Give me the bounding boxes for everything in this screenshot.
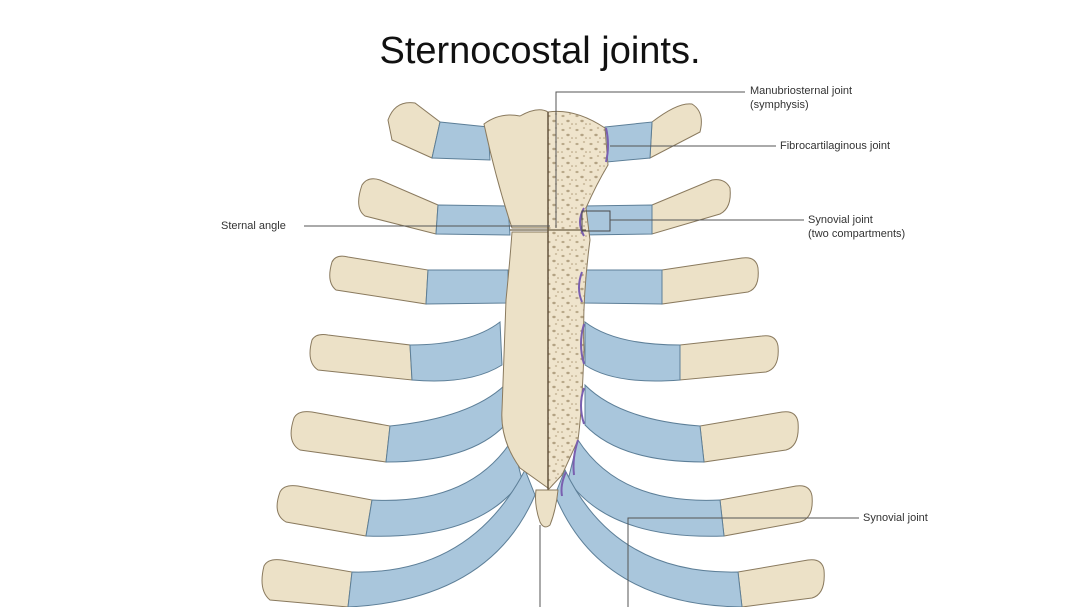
leader-manubriosternal	[555, 91, 745, 228]
right-costal-cartilage-5	[584, 383, 705, 463]
left-costal-cartilage-2	[435, 204, 511, 236]
synovial-joint-two-compartments-mark	[579, 207, 585, 237]
right-costal-cartilage-1	[604, 121, 653, 163]
slide-title: Sternocostal joints.	[379, 30, 701, 72]
right-rib-4	[679, 335, 779, 381]
right-rib-6	[719, 485, 813, 537]
right-rib-5	[699, 411, 799, 463]
left-rib-3	[329, 255, 429, 305]
right-costal-cartilage-3	[581, 269, 663, 305]
label-synovial-joint-two-compartments: Synovial joint (two compartments)	[808, 213, 905, 241]
fibrocartilaginous-joint-mark	[605, 127, 609, 163]
right-costal-cartilage-6	[567, 438, 725, 537]
left-rib-1	[387, 102, 441, 159]
right-costal-cartilage-7	[554, 468, 743, 607]
xiphoid-process	[535, 489, 559, 528]
synovial-highlight-box	[581, 210, 611, 232]
left-costal-cartilage-1	[431, 121, 491, 161]
right-rib-1	[649, 103, 702, 159]
right-rib-7	[737, 559, 825, 607]
left-costal-cartilage-5	[385, 383, 506, 463]
label-manubriosternal-joint: Manubriosternal joint (symphysis)	[750, 84, 852, 112]
left-costal-cartilage-7	[347, 468, 536, 607]
left-rib-5	[290, 411, 391, 463]
left-rib-4	[309, 334, 413, 381]
right-ribs	[554, 103, 825, 607]
left-costal-cartilage-4	[409, 321, 503, 382]
label-synovial-two-line1: Synovial joint	[808, 214, 873, 226]
left-rib-7	[261, 559, 353, 607]
sternum	[483, 109, 609, 528]
label-synovial-two-line2: (two compartments)	[808, 228, 906, 240]
label-sternal-angle: Sternal angle	[221, 220, 286, 232]
label-fibrocartilaginous-joint: Fibrocartilaginous joint	[780, 140, 891, 152]
right-rib-2	[651, 179, 731, 235]
leader-lines	[304, 91, 859, 607]
joint-capsules	[560, 127, 609, 497]
label-manubriosternal-line1: Manubriosternal joint	[750, 85, 853, 97]
sternal-body-left	[501, 231, 549, 489]
leader-synovial	[627, 517, 859, 607]
left-rib-6	[276, 485, 373, 537]
right-costal-cartilage-4	[584, 320, 681, 382]
right-rib-3	[661, 257, 759, 305]
left-ribs	[261, 102, 536, 607]
label-synovial-joint: Synovial joint	[863, 512, 928, 524]
label-manubriosternal-line2: (symphysis)	[750, 99, 809, 111]
manubrium	[483, 109, 549, 229]
left-costal-cartilage-3	[425, 269, 509, 305]
